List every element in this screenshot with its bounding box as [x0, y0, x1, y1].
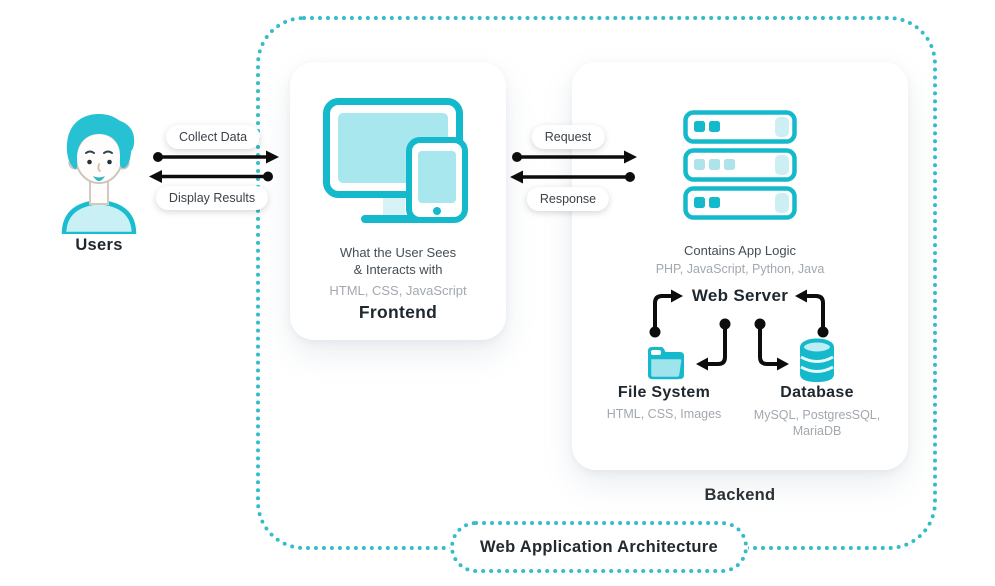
- backend-description: Contains App Logic: [683, 243, 797, 258]
- backend-card: Contains App Logic PHP, JavaScript, Pyth…: [572, 62, 908, 470]
- collect-data-label: Collect Data: [165, 125, 261, 149]
- server-stack-icon: [683, 110, 797, 220]
- users-label: Users: [75, 236, 123, 254]
- backend-technologies: PHP, JavaScript, Python, Java: [655, 262, 825, 276]
- file-system-label: File System: [617, 384, 711, 401]
- folder-icon: [648, 347, 684, 380]
- desktop-and-tablet-icon: [323, 98, 468, 223]
- frontend-card: What the User Sees & Interacts with HTML…: [290, 62, 506, 340]
- file-system-technologies: HTML, CSS, Images: [606, 407, 722, 421]
- database-technologies-line1: MySQL, PostgresSQL,: [753, 408, 881, 422]
- frontend-description-line1: What the User Sees: [339, 245, 457, 260]
- database-technologies-line2: MariaDB: [792, 424, 842, 438]
- display-results-label: Display Results: [155, 186, 269, 210]
- database-label: Database: [780, 384, 854, 401]
- diagram-title: Web Application Architecture: [450, 521, 748, 573]
- response-label: Response: [526, 187, 610, 211]
- backend-label: Backend: [704, 486, 776, 504]
- frontend-technologies: HTML, CSS, JavaScript: [329, 283, 467, 298]
- person-avatar-icon: [61, 114, 137, 234]
- display-results-arrow: [149, 170, 273, 183]
- request-label: Request: [531, 125, 605, 149]
- web-server-label: Web Server: [691, 286, 789, 305]
- frontend-label: Frontend: [358, 302, 438, 322]
- frontend-description-line2: & Interacts with: [353, 262, 443, 277]
- database-cylinder-icon: [800, 338, 834, 382]
